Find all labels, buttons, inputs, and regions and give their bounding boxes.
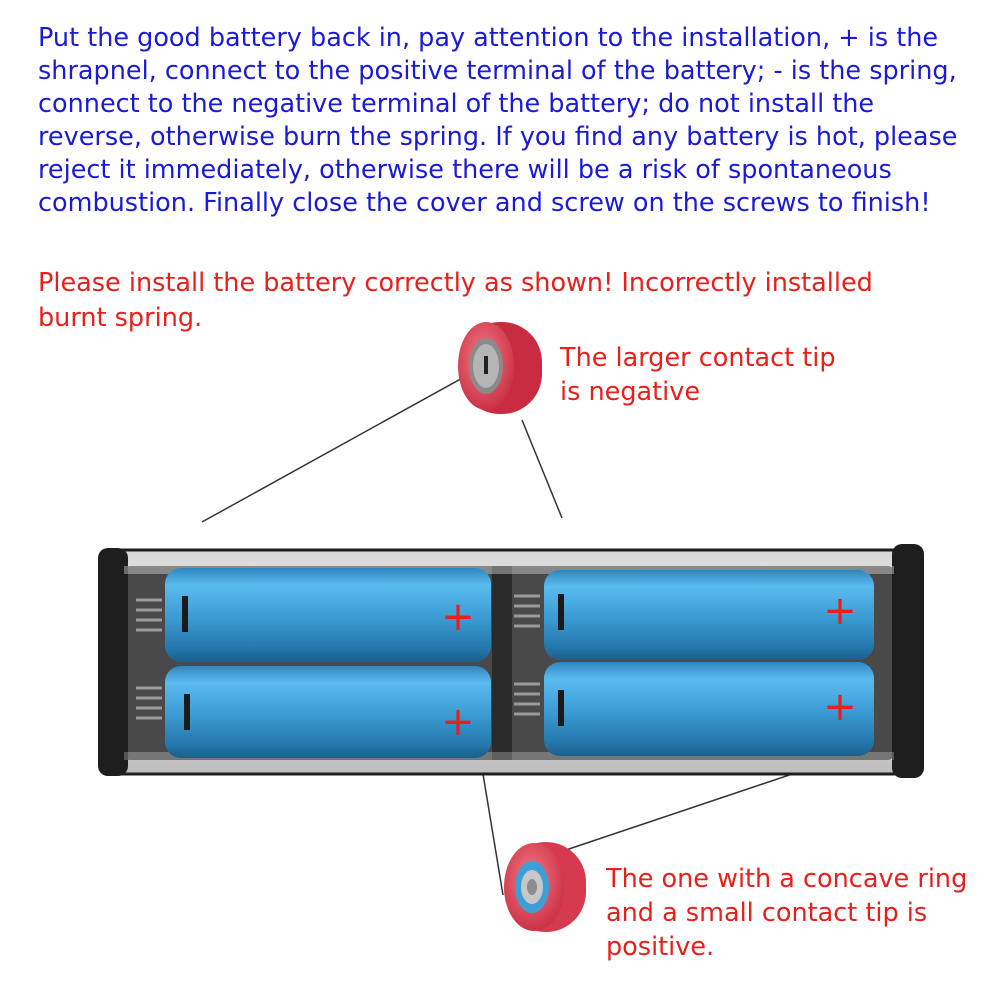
holder-left-endcap (98, 548, 128, 776)
warning-paragraph: Please install the battery correctly as … (38, 268, 873, 333)
negative-mark (182, 596, 188, 632)
instruction-paragraph: Put the good battery back in, pay attent… (38, 23, 958, 218)
battery-top-left: + (165, 568, 491, 662)
negative-tip-caption: The larger contact tip is negative (560, 343, 836, 407)
negative-terminal-closeup (458, 322, 542, 414)
positive-mark: + (823, 684, 857, 730)
battery-bottom-right: + (544, 662, 874, 756)
battery-bottom-left: + (165, 666, 491, 758)
negative-mark (184, 694, 190, 730)
positive-terminal-closeup (504, 842, 586, 932)
negative-mark (558, 594, 564, 630)
positive-tip-caption: The one with a concave ring and a small … (606, 864, 968, 962)
negative-mark (558, 690, 564, 726)
battery-top-right: + (544, 570, 874, 660)
spring-icon (136, 594, 540, 720)
positive-mark: + (441, 699, 475, 745)
leader-lines (201, 375, 829, 896)
positive-mark: + (823, 588, 857, 634)
holder-right-endcap (892, 544, 924, 778)
holder-divider (492, 566, 512, 760)
positive-mark: + (441, 594, 475, 640)
